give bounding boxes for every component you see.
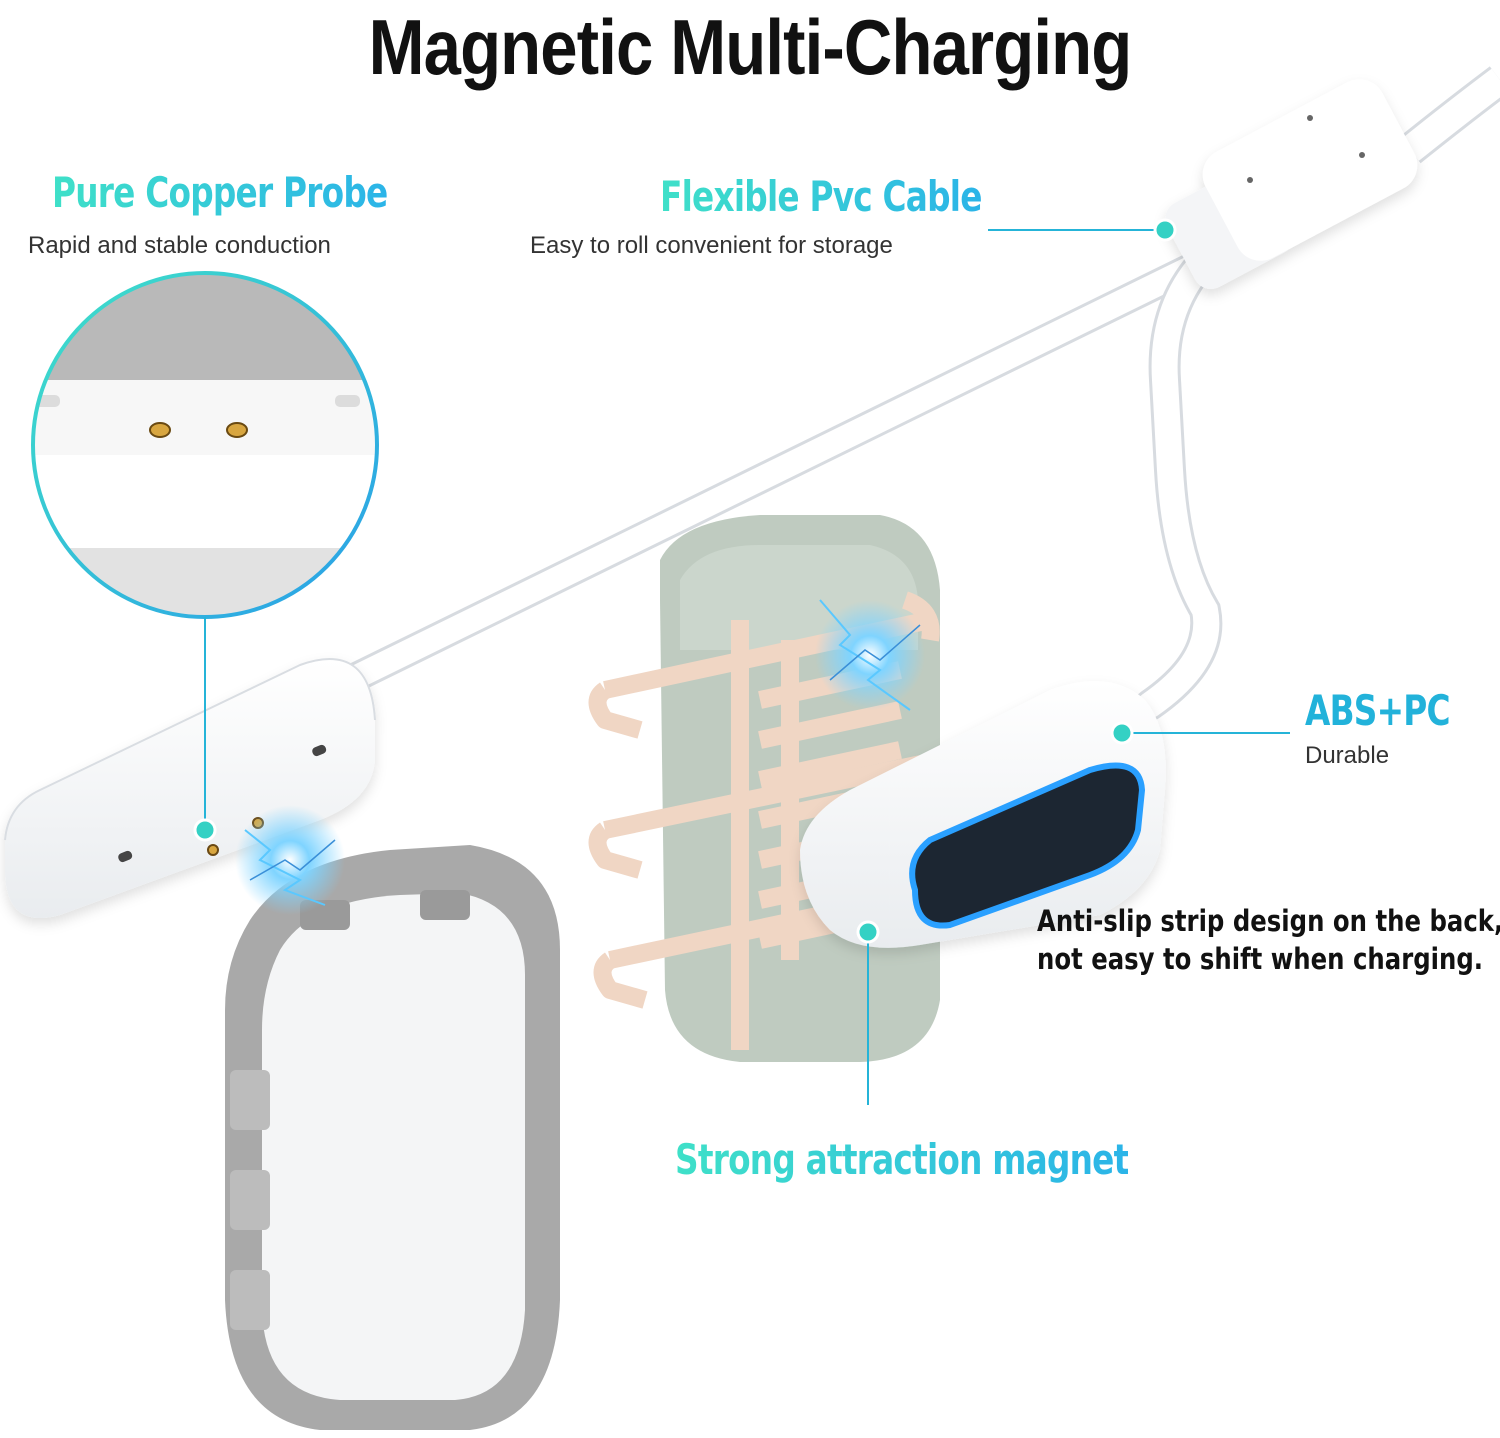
callout-copper-probe-text: Rapid and stable conduction <box>28 232 331 259</box>
page-title: Magnetic Multi-Charging <box>368 3 1133 91</box>
callout-pvc-cable-text: Easy to roll convenient for storage <box>530 232 893 259</box>
gray-device <box>225 845 560 1430</box>
spark-effect-right <box>815 599 925 711</box>
zoom-inset <box>31 271 379 619</box>
right-charging-pad <box>800 681 1166 948</box>
callout-abs-pc-heading: ABS+PC <box>1305 686 1451 735</box>
callout-magnet-heading: Strong attraction magnet <box>675 1135 1129 1184</box>
spark-effect-left <box>235 805 345 915</box>
callout-lines <box>204 229 1290 1105</box>
callout-copper-probe-heading: Pure Copper Probe <box>52 168 388 217</box>
cable-splitter <box>1165 79 1418 289</box>
callout-anti-slip-text: Anti-slip strip design on the back, not … <box>1037 904 1500 976</box>
callout-dots <box>193 218 1177 944</box>
callout-abs-pc-text: Durable <box>1305 742 1390 769</box>
callout-pvc-cable-heading: Flexible Pvc Cable <box>660 172 982 221</box>
